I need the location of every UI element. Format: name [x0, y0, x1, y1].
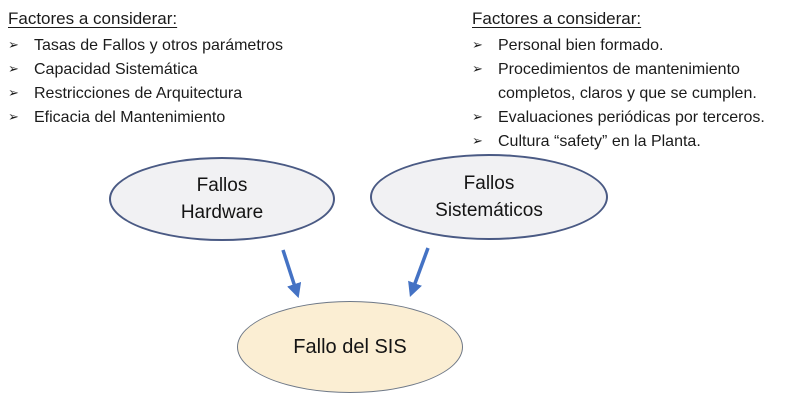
node-fallo-del-sis: Fallo del SIS: [237, 301, 463, 393]
factors-list-right: ➢ Personal bien formado. ➢ Procedimiento…: [472, 34, 784, 154]
list-item-text: Capacidad Sistemática: [34, 61, 198, 78]
node-label: Fallos Sistemáticos: [435, 170, 543, 224]
list-item-text: Cultura “safety” en la Planta.: [498, 133, 701, 150]
arrow-sistematicos-to-sis: [408, 247, 430, 298]
arrow-bullet-icon: ➢: [8, 110, 19, 125]
node-fallos-hardware: Fallos Hardware: [109, 157, 335, 241]
node-label: Fallo del SIS: [293, 335, 407, 358]
arrow-bullet-icon: ➢: [472, 134, 483, 149]
list-item: ➢ Restricciones de Arquitectura: [8, 82, 400, 106]
factors-list-left: ➢ Tasas de Fallos y otros parámetros ➢ C…: [8, 34, 400, 130]
list-item-text: Procedimientos de mantenimiento completo…: [498, 61, 757, 102]
list-item-text: Evaluaciones periódicas por terceros.: [498, 109, 765, 126]
list-item-text: Eficacia del Mantenimiento: [34, 109, 226, 126]
list-item-text: Personal bien formado.: [498, 37, 664, 54]
node-label-line: Sistemáticos: [435, 200, 543, 221]
arrow-bullet-icon: ➢: [472, 38, 483, 53]
list-item: ➢ Capacidad Sistemática: [8, 58, 400, 82]
node-label-line: Fallos: [196, 175, 248, 196]
arrow-bullet-icon: ➢: [472, 62, 483, 77]
arrow-bullet-icon: ➢: [8, 62, 19, 77]
node-label-line: Hardware: [180, 202, 264, 223]
arrow-bullet-icon: ➢: [8, 38, 19, 53]
arrow-bullet-icon: ➢: [8, 86, 19, 101]
list-item: ➢ Personal bien formado.: [472, 34, 784, 58]
systematic-factors-block: Factores a considerar: ➢ Personal bien f…: [472, 6, 784, 154]
factors-title-right: Factores a considerar:: [472, 9, 642, 28]
node-label-line: Fallos: [463, 173, 515, 194]
list-item: ➢ Cultura “safety” en la Planta.: [472, 130, 784, 154]
node-label: Fallos Hardware: [181, 172, 263, 226]
factors-title-left: Factores a considerar:: [8, 9, 178, 28]
node-fallos-sistematicos: Fallos Sistemáticos: [370, 154, 608, 240]
arrow-bullet-icon: ➢: [472, 110, 483, 125]
arrow-hardware-to-sis: [281, 249, 302, 299]
list-item-text: Restricciones de Arquitectura: [34, 85, 243, 102]
list-item: ➢ Eficacia del Mantenimiento: [8, 106, 400, 130]
hardware-factors-block: Factores a considerar: ➢ Tasas de Fallos…: [8, 6, 400, 130]
list-item: ➢ Tasas de Fallos y otros parámetros: [8, 34, 400, 58]
list-item: ➢ Procedimientos de mantenimiento comple…: [472, 58, 784, 106]
list-item: ➢ Evaluaciones periódicas por terceros.: [472, 106, 784, 130]
list-item-text: Tasas de Fallos y otros parámetros: [34, 37, 283, 54]
